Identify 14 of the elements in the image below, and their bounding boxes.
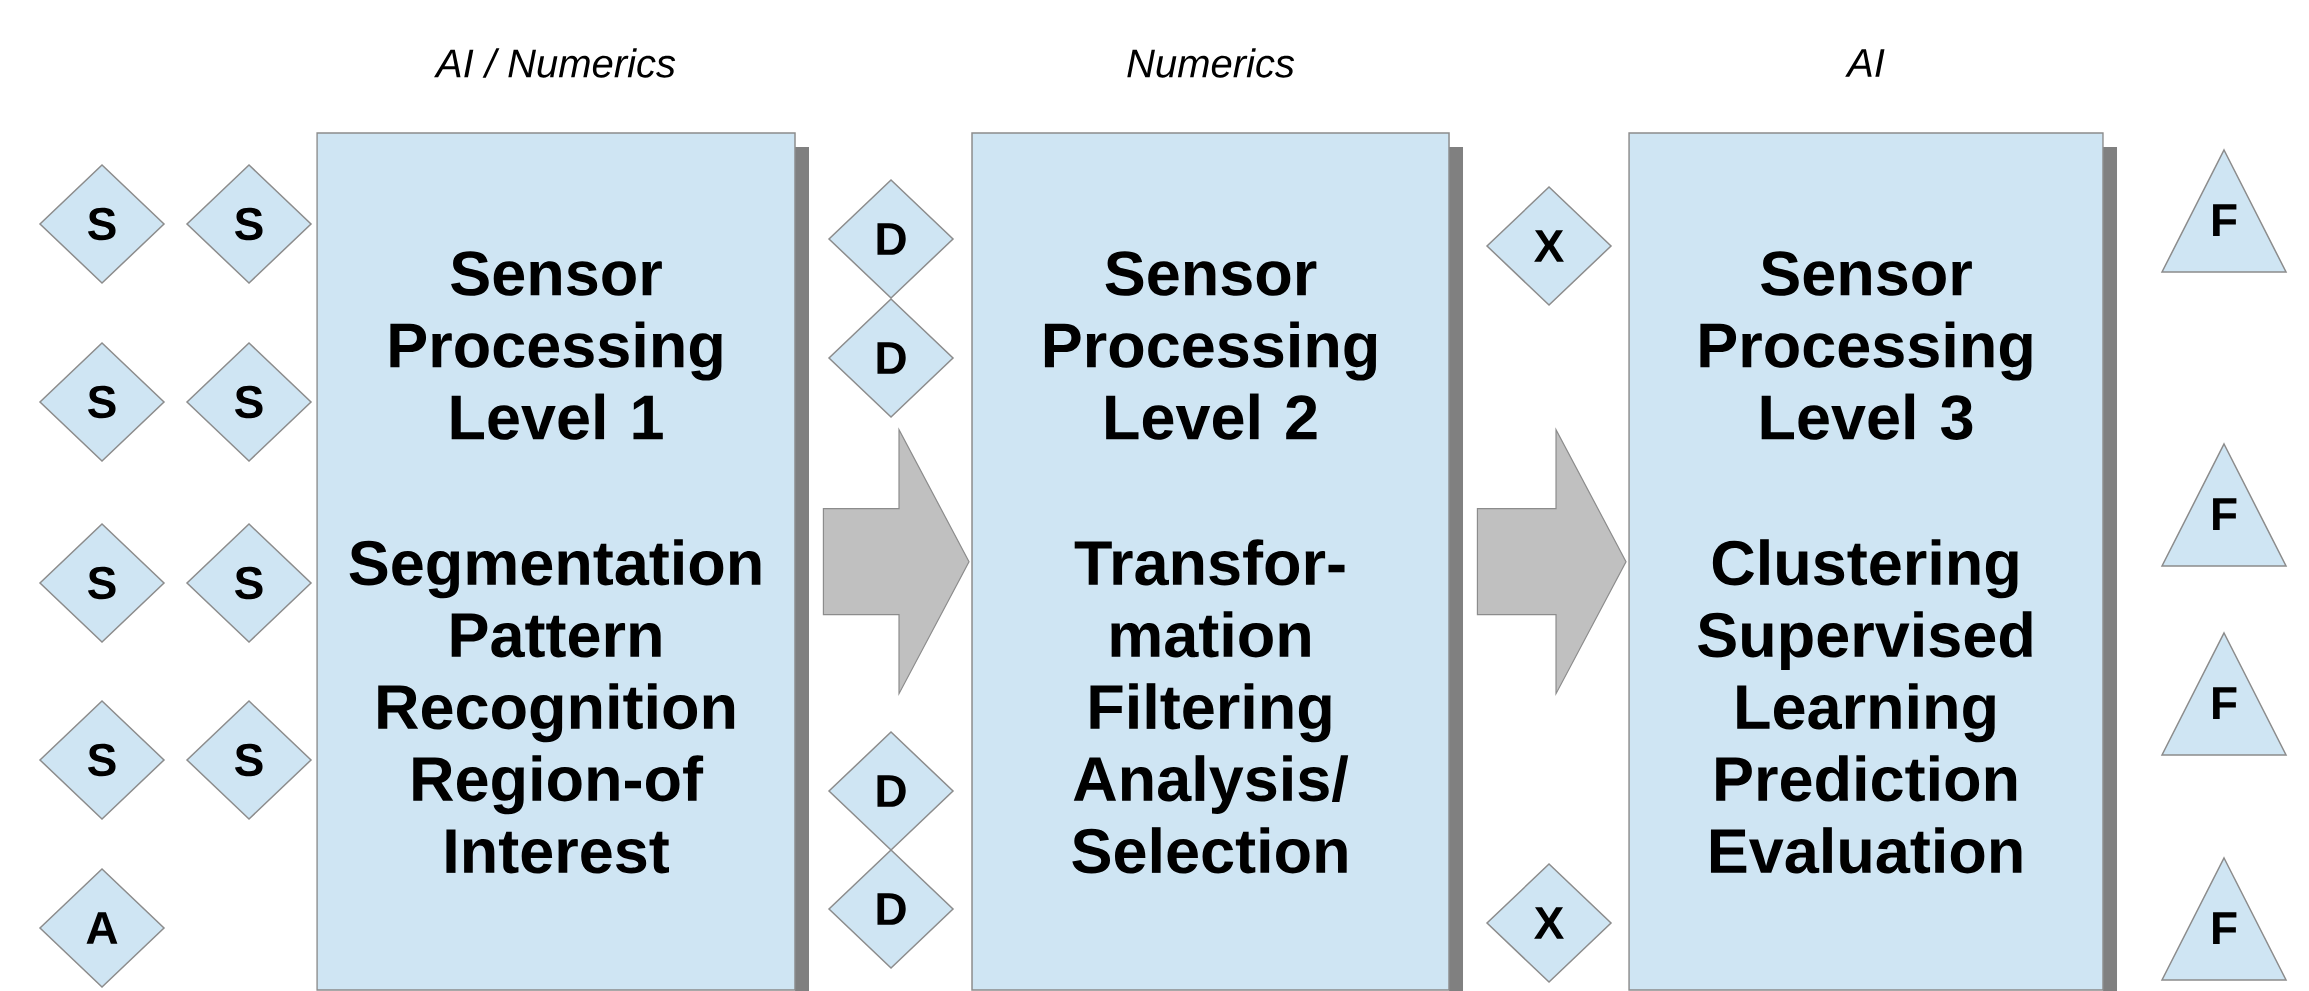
- block-arrow: [1476, 427, 1627, 697]
- box-text: Sensor Processing Level 2: [1044, 251, 1377, 440]
- box-text: Segmentation Pattern Recognition Region-of Interest: [349, 539, 761, 874]
- box-text: Sensor Processing Level 3: [1700, 251, 2032, 440]
- box-text: Transfor- mation Filtering Analysis/ Selection: [1072, 539, 1349, 874]
- block-arrow: [822, 427, 970, 697]
- process-box: [971, 132, 1463, 991]
- column-heading: AI / Numerics: [434, 48, 676, 78]
- column-heading: AI: [1845, 49, 1885, 77]
- process-box: [316, 132, 809, 991]
- column-heading: Numerics: [1127, 48, 1295, 78]
- box-text: Clustering Supervised Learning Prediction Evaluation: [1698, 539, 2032, 874]
- box-text: Sensor Processing Level 1: [390, 251, 722, 440]
- process-box: [1628, 132, 2118, 991]
